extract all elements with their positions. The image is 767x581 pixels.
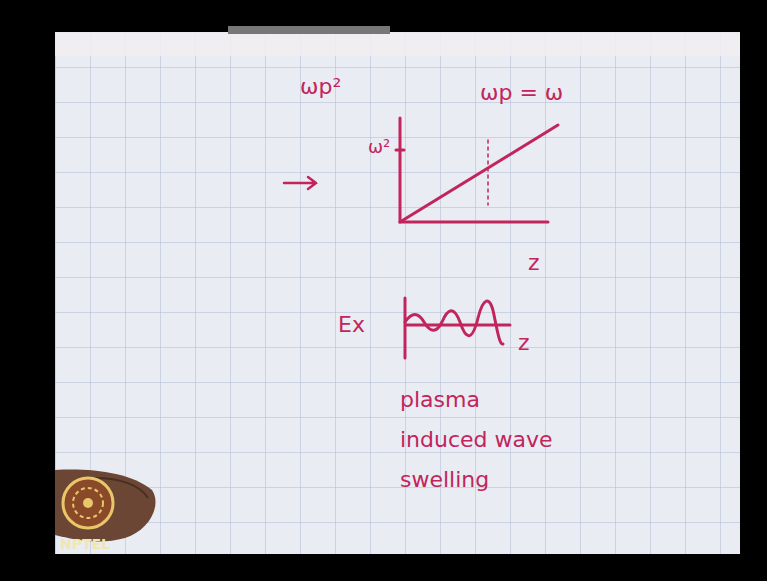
paper-tab (228, 26, 390, 34)
grid-paper (55, 32, 740, 554)
plot-field (405, 298, 510, 358)
axis-label: Ex (338, 312, 365, 338)
cutoff-line (487, 140, 489, 205)
axes (405, 298, 510, 358)
axis-quantity: ωp² (300, 74, 341, 100)
hand (55, 470, 156, 542)
nptel-logo (63, 478, 113, 528)
density-ramp (400, 125, 558, 222)
axis-label: z (518, 330, 530, 356)
axes (400, 118, 548, 222)
logo-text: NPTEL (60, 536, 110, 553)
paper-top-band (55, 32, 740, 56)
axis-label: ω² (368, 136, 390, 158)
swelling-wave (405, 301, 503, 344)
tick (396, 149, 404, 152)
plot-density (284, 118, 558, 222)
caption-note: plasma induced wave swelling (400, 380, 570, 500)
arrow-symbol (284, 177, 316, 189)
cutoff-label: ωp = ω (480, 80, 563, 106)
axis-label: z (528, 250, 540, 276)
